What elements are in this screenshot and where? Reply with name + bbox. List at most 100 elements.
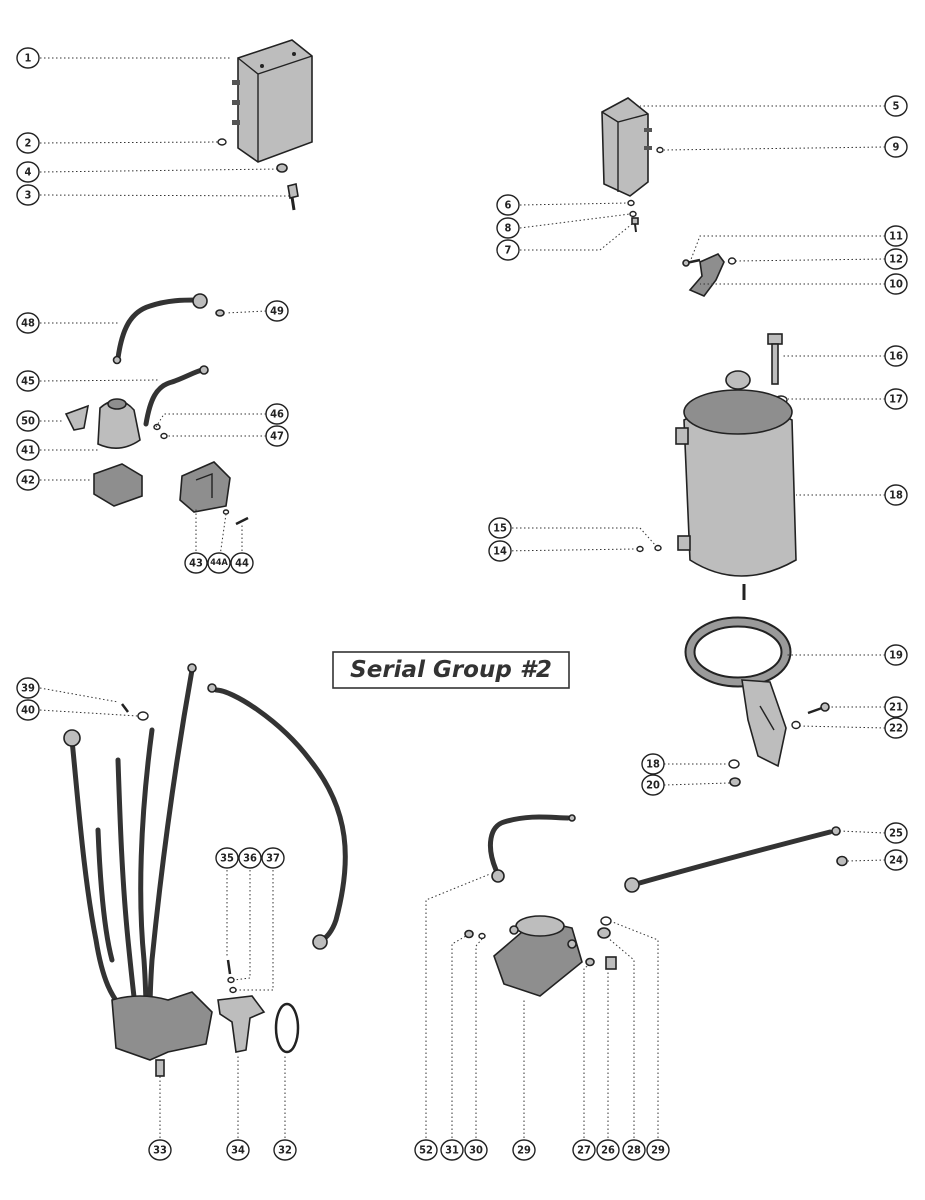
callout-label: 32 xyxy=(278,1144,292,1157)
part-26-bolt xyxy=(605,956,617,970)
part-35-screw xyxy=(226,959,232,975)
callout-42: 42 xyxy=(16,469,40,491)
callout-label: 46 xyxy=(270,408,284,421)
callout-label: 29 xyxy=(517,1144,531,1157)
leader-lines xyxy=(39,57,886,1138)
callout-29: 29 xyxy=(512,1139,536,1161)
part-20-nut xyxy=(729,777,741,787)
part-27-nut xyxy=(585,957,595,967)
part-44-screw xyxy=(235,516,249,526)
callout-label: 20 xyxy=(646,779,660,792)
callout-9: 9 xyxy=(884,136,908,158)
callouts: 1 2 4 3 5 9 6 8 7 11 12 10 48 49 45 50 4… xyxy=(16,47,908,1161)
part-7-screw xyxy=(631,217,639,233)
callout-label: 24 xyxy=(889,854,903,867)
part-29b-washer xyxy=(600,916,612,926)
part-19-clamp xyxy=(684,616,792,768)
part-11-screw xyxy=(682,258,701,267)
callout-24: 24 xyxy=(884,849,908,871)
callout-44: 44 xyxy=(230,552,254,574)
callout-32: 32 xyxy=(273,1139,297,1161)
callout-label: 41 xyxy=(21,444,35,457)
callout-label: 31 xyxy=(445,1144,459,1157)
callout-52: 52 xyxy=(414,1139,438,1161)
callout-label: 7 xyxy=(505,244,512,257)
callout-label: 45 xyxy=(21,375,35,388)
part-52-lead xyxy=(487,814,576,883)
callout-label: 35 xyxy=(220,852,234,865)
part-4-nut xyxy=(276,163,288,173)
callout-label: 49 xyxy=(270,305,284,318)
part-31-nut xyxy=(464,929,474,939)
part-30-washer xyxy=(478,932,486,940)
callout-label: 8 xyxy=(505,222,512,235)
callout-19: 19 xyxy=(884,644,908,666)
callout-18: 18 xyxy=(884,484,908,506)
part-45-lead xyxy=(143,365,209,427)
part-39-screw xyxy=(121,703,129,713)
callout-4: 4 xyxy=(16,161,40,183)
callout-label: 43 xyxy=(189,557,203,570)
callout-11: 11 xyxy=(884,225,908,247)
callout-45: 45 xyxy=(16,370,40,392)
part-3-screw xyxy=(287,183,299,211)
callout-label: 26 xyxy=(601,1144,615,1157)
part-1-switch-box xyxy=(232,39,313,163)
callout-27: 27 xyxy=(572,1139,596,1161)
part-43-bracket xyxy=(179,461,231,513)
callout-12: 12 xyxy=(884,248,908,270)
part-18b-washer xyxy=(728,759,740,769)
callout-15: 15 xyxy=(488,517,512,539)
callout-label: 34 xyxy=(231,1144,245,1157)
callout-22: 22 xyxy=(884,717,908,739)
callout-label: 39 xyxy=(21,682,35,695)
part-22-washer xyxy=(791,720,801,730)
part-21-screw xyxy=(807,702,830,715)
part-50-boot xyxy=(64,404,90,431)
callout-label: 27 xyxy=(577,1144,591,1157)
callout-21: 21 xyxy=(884,696,908,718)
part-49-nut xyxy=(215,309,225,317)
callout-17: 17 xyxy=(884,388,908,410)
callout-label: 50 xyxy=(21,415,35,428)
callout-label: 4 xyxy=(25,166,32,179)
callout-8: 8 xyxy=(496,217,520,239)
callout-2: 2 xyxy=(16,132,40,154)
callout-30: 30 xyxy=(464,1139,488,1161)
part-9-washer xyxy=(656,146,664,154)
callout-47: 47 xyxy=(265,425,289,447)
callout-label: 25 xyxy=(889,827,903,840)
part-24-nut xyxy=(836,855,848,867)
callout-label: 18 xyxy=(646,758,660,771)
part-40-washer xyxy=(137,711,149,721)
callout-label: 48 xyxy=(21,317,35,330)
part-47-washer xyxy=(160,432,168,440)
part-32-o-ring xyxy=(274,1002,300,1054)
callout-label: 37 xyxy=(266,852,280,865)
callout-6: 6 xyxy=(496,194,520,216)
callout-41: 41 xyxy=(16,439,40,461)
callout-label: 40 xyxy=(21,704,35,717)
part-25-cable xyxy=(624,826,841,893)
callout-label: 2 xyxy=(25,137,32,150)
serial-group-title-text: Serial Group #2 xyxy=(350,657,552,683)
callout-33: 33 xyxy=(148,1139,172,1161)
callout-label: 22 xyxy=(889,722,903,735)
callout-34: 34 xyxy=(226,1139,250,1161)
callout-label: 33 xyxy=(153,1144,167,1157)
part-14-nut xyxy=(636,545,644,553)
callout-label: 11 xyxy=(889,230,903,243)
callout-label: 36 xyxy=(243,852,257,865)
callout-label: 42 xyxy=(21,474,35,487)
part-34-clamp xyxy=(217,995,266,1053)
callout-40: 40 xyxy=(16,699,40,721)
callout-label: 14 xyxy=(493,545,507,558)
callout-label: 21 xyxy=(889,701,903,714)
callout-label: 1 xyxy=(25,52,32,65)
callout-label: 30 xyxy=(469,1144,483,1157)
callout-label: 5 xyxy=(893,100,900,113)
callout-50: 50 xyxy=(16,410,40,432)
part-12-washer xyxy=(727,257,737,265)
callout-label: 28 xyxy=(627,1144,641,1157)
part-46-washer xyxy=(153,423,161,431)
